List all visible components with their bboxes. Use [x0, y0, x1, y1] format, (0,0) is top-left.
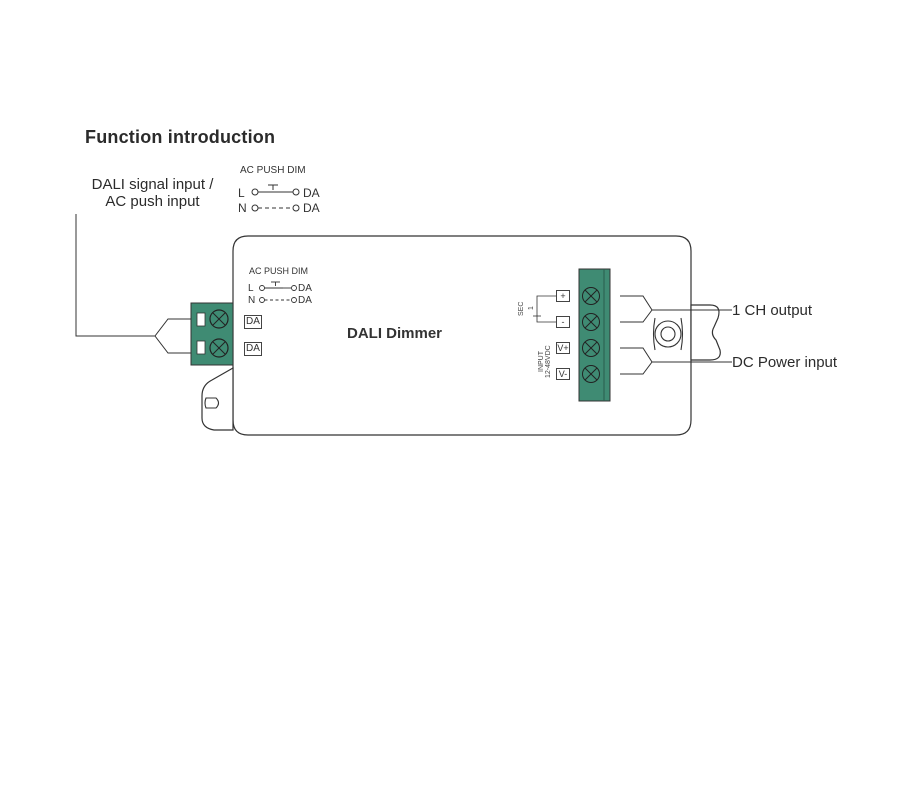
input-label: DALI signal input / AC push input	[80, 176, 225, 210]
inner-da1-label: DA	[298, 283, 312, 294]
left-terminal-block	[190, 302, 234, 366]
right-mount-hole-inner	[660, 326, 676, 342]
terminal-label-da2: DA	[244, 342, 262, 356]
device-name: DALI Dimmer	[347, 325, 443, 342]
sec-symbol	[533, 295, 556, 323]
outer-da1-label: DA	[303, 186, 320, 200]
input-text: INPUT	[538, 351, 545, 372]
sec-number: 1	[528, 306, 535, 310]
right-terminal-block	[578, 268, 611, 402]
output-leader-lines	[620, 295, 732, 375]
right-mount-boss	[652, 317, 684, 351]
outer-push-dim-symbol	[251, 184, 300, 212]
terminal-label-vminus: V-	[556, 368, 570, 380]
outer-l-label: L	[238, 186, 245, 200]
outer-push-dim-heading: AC PUSH DIM	[240, 165, 306, 176]
sec-text: SEC	[518, 301, 525, 316]
input-range: 12-48VDC	[545, 345, 552, 378]
input-leader-line	[75, 214, 192, 354]
left-mount-slot	[204, 397, 220, 409]
outer-n-label: N	[238, 201, 247, 215]
terminal-label-minus: -	[556, 316, 570, 328]
terminal-label-plus: +	[556, 290, 570, 302]
inner-l-label: L	[248, 283, 254, 294]
inner-da2-label: DA	[298, 295, 312, 306]
input-label-line2: AC push input	[105, 193, 200, 210]
terminal-label-da1: DA	[244, 315, 262, 329]
inner-push-dim-symbol	[259, 281, 297, 303]
device-enclosure	[232, 235, 692, 436]
inner-push-dim-heading: AC PUSH DIM	[249, 266, 309, 276]
outer-da2-label: DA	[303, 201, 320, 215]
inner-n-label: N	[248, 295, 256, 306]
terminal-label-vplus: V+	[556, 342, 570, 354]
power-label: DC Power input	[732, 354, 838, 371]
output-label: 1 CH output	[732, 302, 813, 319]
input-label-line1: DALI signal input /	[91, 176, 214, 193]
right-mounting-ear	[690, 304, 721, 361]
page-title: Function introduction	[85, 127, 276, 147]
